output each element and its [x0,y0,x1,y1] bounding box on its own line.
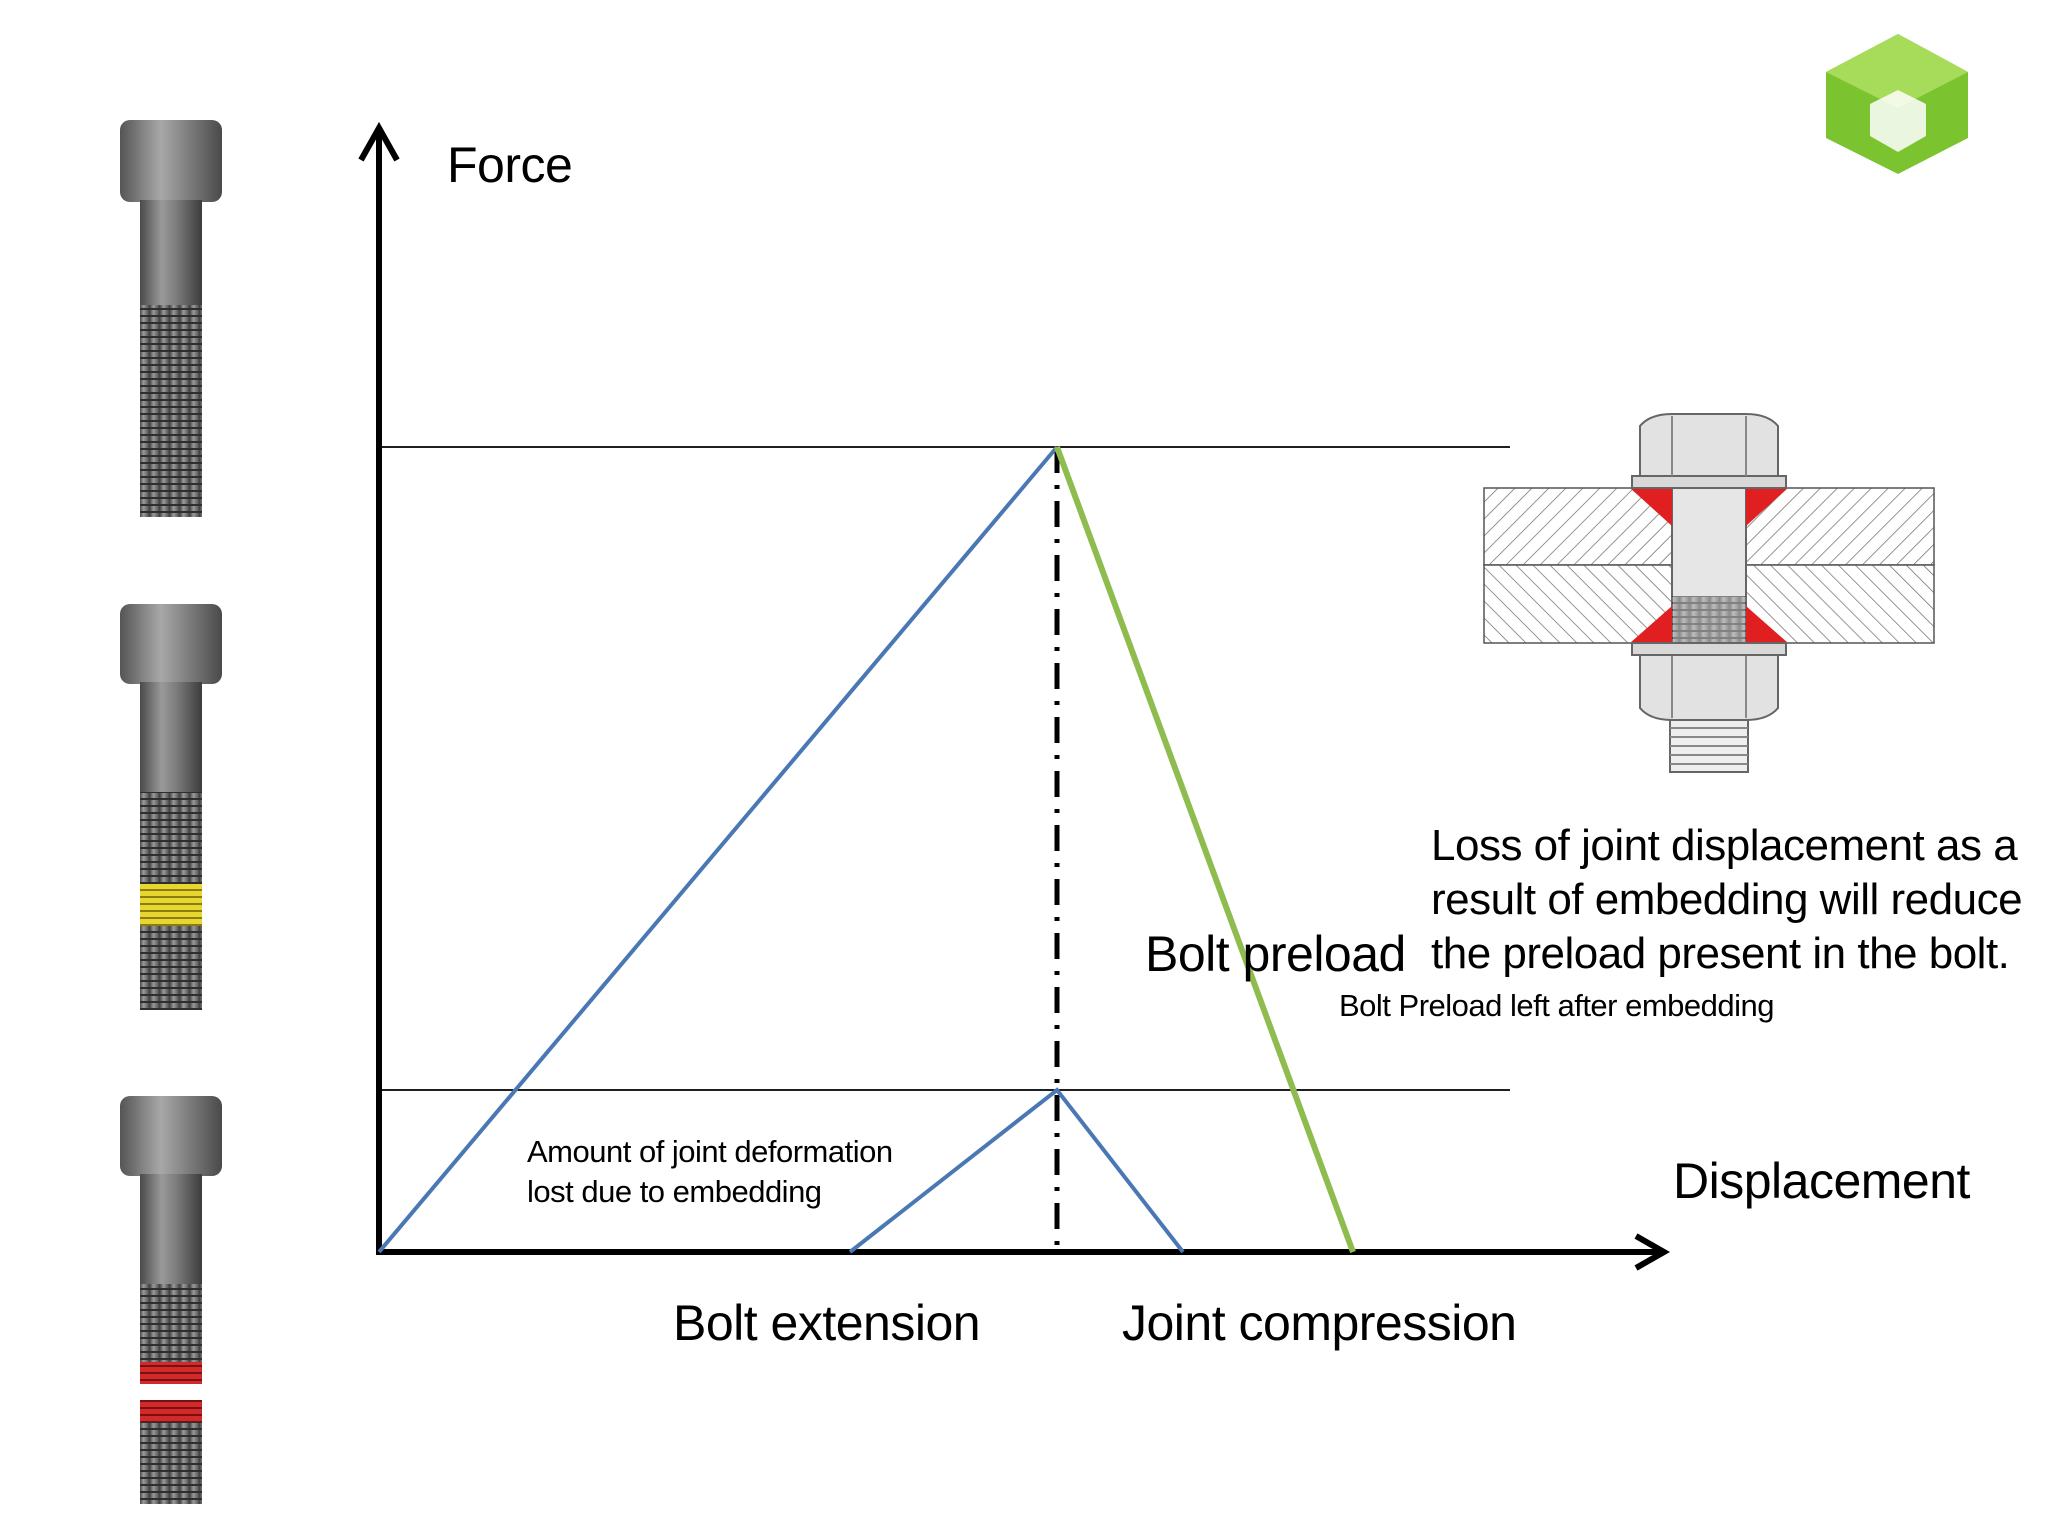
deformation-note-line-2: lost due to embedding [527,1174,822,1209]
bolt-yellow-band-icon [120,604,222,1010]
y-axis-arrow-icon [358,121,400,162]
preload-left-label: Bolt Preload left after embedding [1339,988,1775,1023]
joint-stiffness-line [1054,445,1356,1254]
hexagon-logo-icon [1826,34,1968,174]
bolt-photo-icon [120,120,222,517]
explanation-line-2: result of embedding will reduce [1431,875,2023,924]
bolt-red-band-icon [120,1096,222,1504]
joint-compression-label: Joint compression [1122,1295,1517,1351]
x-axis-label: Displacement [1673,1153,1970,1209]
bolt-preload-label: Bolt preload [1145,926,1406,982]
y-axis-label: Force [447,137,573,193]
bolt-extension-label: Bolt extension [673,1295,981,1351]
explanation-line-3: the preload present in the bolt. [1431,929,2010,978]
explanation-line-1: Loss of joint displacement as a [1431,821,2018,870]
bolt-stiffness-line [377,445,1059,1254]
bolted-joint-cross-section-icon [1483,413,1935,773]
x-axis-arrow-icon [1634,1233,1671,1271]
embedded-triangle [848,1087,1185,1254]
deformation-note-line-1: Amount of joint deformation [527,1134,893,1169]
